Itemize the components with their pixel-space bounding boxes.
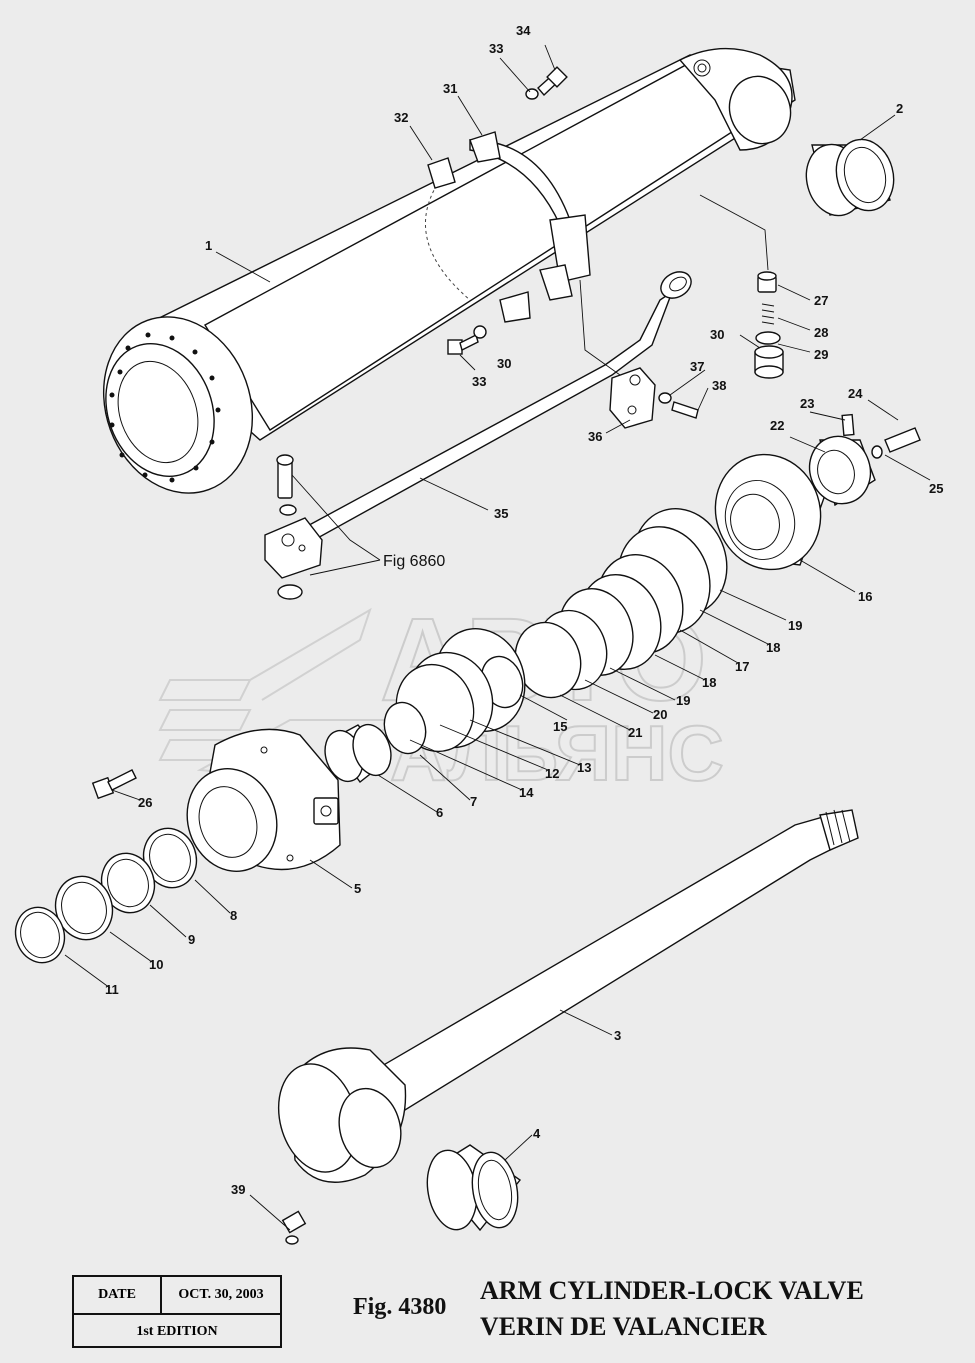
- label-2: 2: [896, 101, 903, 116]
- label-25: 25: [929, 481, 943, 496]
- label-34: 34: [516, 23, 531, 38]
- label-31: 31: [443, 81, 457, 96]
- figure-number: Fig. 4380: [353, 1294, 447, 1320]
- label-35: 35: [494, 506, 508, 521]
- part-3-rod: [277, 809, 859, 1183]
- figure-title-en: ARM CYLINDER-LOCK VALVE: [480, 1276, 864, 1305]
- rings-8-11: [14, 827, 198, 964]
- label-17: 17: [735, 659, 749, 674]
- label-3: 3: [614, 1028, 621, 1043]
- label-26: 26: [138, 795, 152, 810]
- flange-bolt-holes: [109, 332, 221, 483]
- part-35-pipe: [264, 271, 692, 600]
- label-29: 29: [814, 347, 828, 362]
- part-1-cylinder-tube: [102, 47, 796, 494]
- label-32: 32: [394, 110, 408, 125]
- label-27: 27: [814, 293, 828, 308]
- label-22: 22: [770, 418, 784, 433]
- label-30a: 30: [710, 327, 724, 342]
- label-30b: 30: [497, 356, 511, 371]
- part-5-head: [186, 728, 341, 872]
- part-labels: 1 2 3 4 5 6 7 8 9 10 11 12 13 14 15 16 1…: [105, 23, 943, 1197]
- part-6-bushing: [324, 723, 392, 784]
- label-13: 13: [577, 760, 591, 775]
- label-7: 7: [470, 794, 477, 809]
- label-36: 36: [588, 429, 602, 444]
- label-14: 14: [519, 785, 534, 800]
- label-23: 23: [800, 396, 814, 411]
- label-24: 24: [848, 386, 863, 401]
- label-18b: 18: [702, 675, 716, 690]
- part-39-fitting: [281, 1210, 307, 1245]
- label-19b: 19: [676, 693, 690, 708]
- seal-rings: [383, 508, 728, 755]
- part-2-bushing: [805, 138, 895, 217]
- label-19a: 19: [788, 618, 802, 633]
- label-11: 11: [105, 982, 119, 997]
- label-21: 21: [628, 725, 642, 740]
- label-1: 1: [205, 238, 212, 253]
- part-34-bolt-top: [525, 66, 568, 100]
- label-6: 6: [436, 805, 443, 820]
- part-27-30-valve: [754, 271, 784, 379]
- label-20: 20: [653, 707, 667, 722]
- label-37: 37: [690, 359, 704, 374]
- part-31-32-clamp: [425, 131, 591, 323]
- edition-label: 1st EDITION: [136, 1323, 218, 1339]
- date-value: OCT. 30, 2003: [178, 1287, 264, 1302]
- label-18a: 18: [766, 640, 780, 655]
- label-16: 16: [858, 589, 872, 604]
- part-4-bushing: [426, 1144, 522, 1232]
- label-4: 4: [533, 1126, 541, 1141]
- part-22-nut: [808, 413, 921, 507]
- label-38: 38: [712, 378, 726, 393]
- label-33a: 33: [489, 41, 503, 56]
- label-9: 9: [188, 932, 195, 947]
- label-10: 10: [149, 957, 163, 972]
- date-label: DATE: [74, 1277, 162, 1313]
- label-15: 15: [553, 719, 567, 734]
- label-33b: 33: [472, 374, 486, 389]
- part-36-clamp: [609, 367, 699, 429]
- part-26-bolt: [91, 769, 137, 800]
- label-5: 5: [354, 881, 361, 896]
- label-28: 28: [814, 325, 828, 340]
- label-39: 39: [231, 1182, 245, 1197]
- figure-title-fr: VERIN DE VALANCIER: [480, 1312, 767, 1341]
- title-block: DATE OCT. 30, 2003 1st EDITION: [72, 1275, 282, 1348]
- part-16-piston: [714, 453, 826, 571]
- label-8: 8: [230, 908, 237, 923]
- leader-lines: [64, 44, 931, 1231]
- reference-fig-6860: Fig 6860: [383, 553, 445, 570]
- label-12: 12: [545, 766, 559, 781]
- part-33-bolt-lower: [447, 325, 487, 355]
